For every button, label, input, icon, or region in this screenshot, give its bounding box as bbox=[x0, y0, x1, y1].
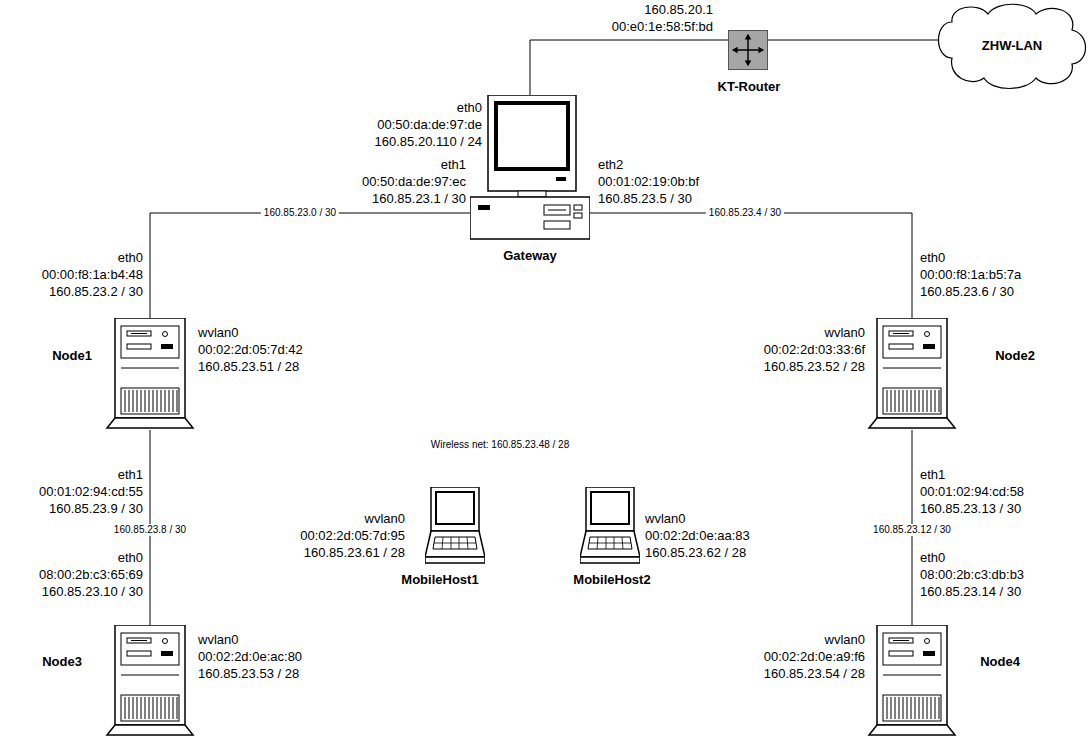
interface-label: 160.85.23.2 / 30 bbox=[49, 284, 143, 300]
interface-label: 00:02:2d:03:33:6f bbox=[764, 342, 865, 358]
device-name: MobileHost2 bbox=[573, 572, 650, 588]
server-node: Node3 bbox=[105, 625, 195, 737]
server-icon bbox=[869, 318, 955, 428]
interface-label: 160.85.23.1 / 30 bbox=[372, 191, 466, 207]
server-node: Node2 bbox=[867, 318, 957, 430]
interface-label: eth2 bbox=[598, 157, 623, 173]
router-node: KT-Router bbox=[728, 30, 768, 70]
interface-label: eth1 bbox=[441, 157, 466, 173]
subnet-label: 160.85.23.4 / 30 bbox=[706, 207, 784, 219]
device-name: Node4 bbox=[980, 654, 1020, 670]
interface-label: 00:00:f8:1a:b4:48 bbox=[42, 267, 143, 283]
laptop-icon bbox=[580, 487, 640, 563]
gateway-node: Gateway bbox=[470, 95, 590, 241]
interface-label: eth0 bbox=[118, 250, 143, 266]
interface-label: 08:00:2b:c3:db:b3 bbox=[920, 567, 1024, 583]
interface-label: 160.85.20.110 / 24 bbox=[375, 134, 482, 150]
interface-label: wvlan0 bbox=[365, 511, 405, 527]
interface-label: eth1 bbox=[920, 467, 945, 483]
interface-label: 00:00:f8:1a:b5:7a bbox=[920, 267, 1021, 283]
server-icon bbox=[869, 625, 955, 735]
interface-label: wvlan0 bbox=[645, 511, 685, 527]
interface-label: 00:02:2d:0e:ac:80 bbox=[198, 649, 302, 665]
interface-label: eth0 bbox=[457, 100, 482, 116]
interface-label: eth0 bbox=[920, 250, 945, 266]
network-link bbox=[590, 213, 912, 318]
interface-label: 160.85.23.52 / 28 bbox=[764, 359, 865, 375]
interface-label: 160.85.23.6 / 30 bbox=[920, 284, 1014, 300]
interface-label: 08:00:2b:c3:65:69 bbox=[39, 567, 143, 583]
interface-label: 00:e0:1e:58:5f:bd bbox=[612, 19, 713, 35]
interface-label: 00:02:2d:0e:aa:83 bbox=[645, 528, 750, 544]
device-name: ZHW-LAN bbox=[982, 38, 1042, 54]
interface-label: wvlan0 bbox=[825, 632, 865, 648]
interface-label: 00:01:02:94:cd:55 bbox=[39, 484, 143, 500]
interface-label: wvlan0 bbox=[198, 325, 238, 341]
interface-label: 160.85.23.13 / 30 bbox=[920, 501, 1021, 517]
server-node: Node1 bbox=[105, 318, 195, 430]
interface-label: eth1 bbox=[118, 467, 143, 483]
interface-label: 00:50:da:de:97:ec bbox=[362, 174, 466, 190]
interface-label: 160.85.23.62 / 28 bbox=[645, 545, 746, 561]
interface-label: 00:02:2d:05:7d:42 bbox=[198, 342, 303, 358]
server-icon bbox=[107, 625, 193, 735]
interface-label: wvlan0 bbox=[198, 632, 238, 648]
laptop-icon bbox=[425, 487, 485, 563]
interface-label: 160.85.23.10 / 30 bbox=[42, 584, 143, 600]
interface-label: 00:01:02:94:cd:58 bbox=[920, 484, 1024, 500]
device-name: KT-Router bbox=[718, 79, 781, 95]
interface-label: 160.85.23.61 / 28 bbox=[304, 545, 405, 561]
interface-label: 160.85.23.54 / 28 bbox=[764, 666, 865, 682]
interface-label: 160.85.23.51 / 28 bbox=[198, 359, 299, 375]
device-name: Node1 bbox=[52, 348, 92, 364]
subnet-label: 160.85.23.12 / 30 bbox=[870, 524, 954, 536]
interface-label: 160.85.23.14 / 30 bbox=[920, 584, 1021, 600]
network-link bbox=[530, 40, 728, 95]
network-link bbox=[150, 213, 470, 318]
device-name: Gateway bbox=[503, 248, 556, 264]
interface-label: eth0 bbox=[920, 550, 945, 566]
interface-label: 00:50:da:de:97:de bbox=[377, 117, 482, 133]
device-name: Node3 bbox=[42, 654, 82, 670]
subnet-label: 160.85.23.0 / 30 bbox=[261, 207, 339, 219]
device-name: Node2 bbox=[995, 348, 1035, 364]
mobile-host-node: MobileHost2 bbox=[580, 487, 640, 565]
gateway-computer-icon bbox=[470, 95, 590, 239]
mobile-host-node: MobileHost1 bbox=[425, 487, 485, 565]
interface-label: wvlan0 bbox=[825, 325, 865, 341]
interface-label: Wireless net: 160.85.23.48 / 28 bbox=[431, 439, 569, 451]
interface-label: 00:01:02:19:0b:bf bbox=[598, 174, 699, 190]
network-link bbox=[768, 40, 938, 41]
server-icon bbox=[107, 318, 193, 428]
interface-label: 160.85.23.53 / 28 bbox=[198, 666, 299, 682]
subnet-label: 160.85.23.8 / 30 bbox=[111, 524, 189, 536]
server-node: Node4 bbox=[867, 625, 957, 737]
interface-label: 160.85.23.9 / 30 bbox=[49, 501, 143, 517]
interface-label: eth0 bbox=[118, 550, 143, 566]
interface-label: 160.85.23.5 / 30 bbox=[598, 191, 692, 207]
interface-label: 00:02:2d:0e:a9:f6 bbox=[764, 649, 865, 665]
interface-label: 00:02:2d:05:7d:95 bbox=[300, 528, 405, 544]
router-symbol bbox=[729, 31, 767, 69]
interface-label: 160.85.20.1 bbox=[644, 2, 713, 18]
network-cloud: ZHW-LAN bbox=[938, 4, 1086, 88]
device-name: MobileHost1 bbox=[401, 572, 478, 588]
